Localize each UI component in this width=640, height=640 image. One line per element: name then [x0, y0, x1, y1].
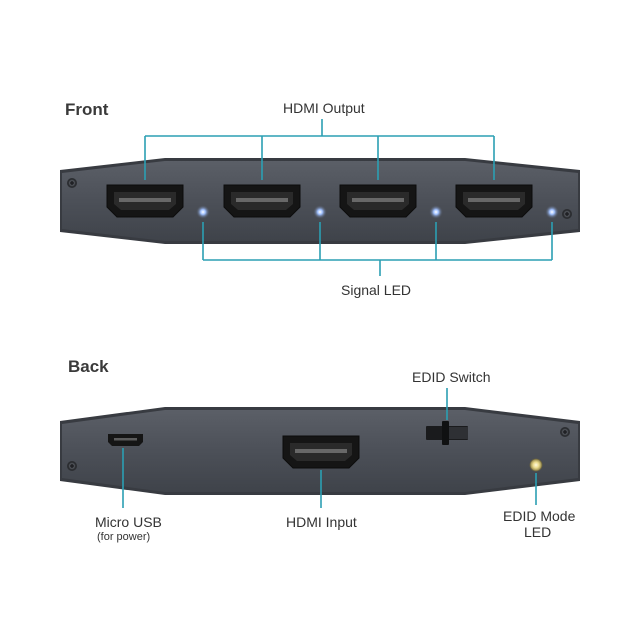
- signal-led-label: Signal LED: [341, 282, 412, 298]
- screw-icon: [559, 426, 571, 438]
- hdmi-input-label: HDMI Input: [286, 514, 357, 530]
- hdmi-output-label: HDMI Output: [283, 100, 365, 116]
- edid-switch: [426, 421, 468, 445]
- micro-usb-port: [108, 434, 143, 446]
- hdmi-input-port: [282, 435, 360, 469]
- hdmi-output-port-3: [339, 184, 417, 218]
- hdmi-output-port-4: [455, 184, 533, 218]
- micro-usb-sublabel: (for power): [97, 531, 151, 543]
- front-device: [60, 158, 580, 244]
- screw-icon: [561, 208, 573, 220]
- edid-switch-label: EDID Switch: [412, 369, 491, 385]
- signal-led-3: [429, 205, 443, 219]
- signal-led-2: [313, 205, 327, 219]
- signal-led-1: [196, 205, 210, 219]
- micro-usb-label: Micro USB: [95, 514, 162, 530]
- edid-mode-label: EDID Mode: [503, 508, 576, 524]
- screw-icon: [66, 177, 78, 189]
- screw-icon: [66, 460, 78, 472]
- back-heading: Back: [68, 357, 109, 376]
- hdmi-output-port-2: [223, 184, 301, 218]
- edid-mode-led: [529, 458, 543, 472]
- hdmi-output-callout: [144, 119, 495, 180]
- front-heading: Front: [65, 100, 109, 119]
- back-device: [60, 407, 580, 495]
- signal-led-4: [545, 205, 559, 219]
- signal-led-callout: [202, 222, 553, 276]
- edid-mode-label-led: LED: [524, 524, 552, 540]
- hdmi-output-port-1: [106, 184, 184, 218]
